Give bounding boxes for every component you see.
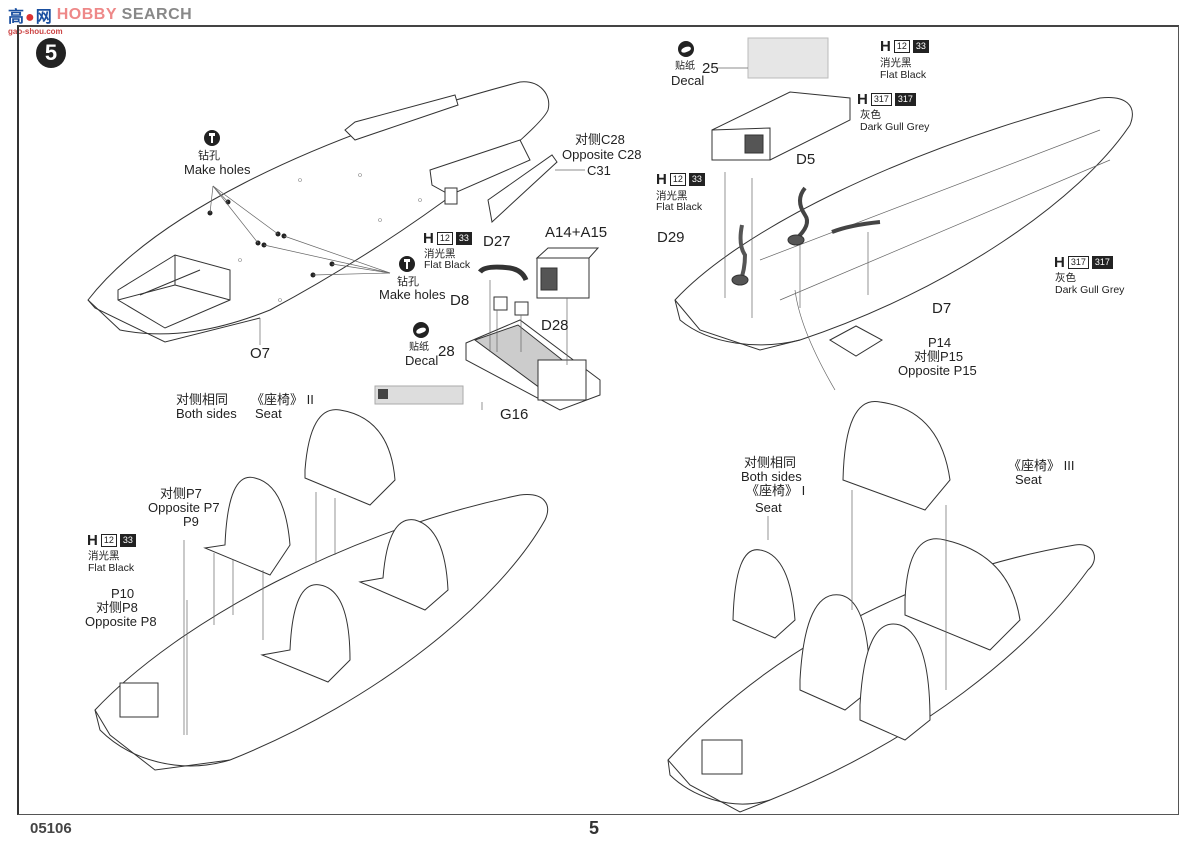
label-o7: O7	[250, 345, 271, 362]
label-both-sides-cn: 对侧相同	[176, 392, 229, 407]
label-d8: D8	[450, 292, 470, 309]
label-opposite-c28-en: Opposite C28	[562, 147, 642, 162]
label-opposite-p8-cn: 对侧P8	[96, 600, 138, 615]
label-g16: G16	[500, 406, 529, 423]
seat-row-drawings-left	[203, 409, 449, 683]
decal-cn: 贴纸	[675, 61, 695, 72]
part-p14	[828, 325, 884, 357]
paint-name-en: Flat Black	[424, 259, 471, 271]
part-g16	[465, 319, 601, 411]
watermark-brand-cn: 高●网	[8, 9, 53, 26]
label-seat-i-en: Seat	[755, 500, 782, 515]
label-opposite-c28-cn: 对侧C28	[575, 132, 625, 147]
watermark-url: gao-shou.com	[8, 27, 63, 36]
paint-name-cn: 消光黑	[880, 57, 912, 69]
hull-o7-drawing	[87, 81, 550, 345]
make-holes-en-2: Make holes	[379, 287, 446, 302]
label-both-sides-en: Both sides	[741, 469, 802, 484]
paint-name-cn: 灰色	[1055, 272, 1076, 284]
label-d5: D5	[796, 151, 816, 168]
page-number: 5	[589, 818, 600, 838]
paint-name-en: Dark Gull Grey	[1055, 284, 1125, 296]
paint-name-cn: 消光黑	[88, 550, 120, 562]
label-seat-iii-en: Seat	[1015, 472, 1042, 487]
make-holes-cn-1: 钻孔	[198, 150, 220, 162]
label-d7: D7	[932, 300, 952, 317]
watermark: 高●网 HOBBY SEARCH	[8, 4, 192, 26]
label-p10: P10	[111, 586, 135, 601]
label-both-sides-cn: 对侧相同	[744, 455, 797, 470]
seat-row-drawings-right	[732, 400, 1021, 741]
drill-icon	[204, 130, 220, 146]
label-c31: C31	[587, 163, 611, 178]
decal-icon	[413, 322, 429, 338]
step-number-badge: 5	[36, 38, 66, 68]
paint-name-cn: 灰色	[860, 109, 881, 121]
label-p9: P9	[183, 514, 199, 529]
part-a14-a15	[535, 247, 600, 299]
label-opposite-p15-cn: 对侧P15	[914, 349, 964, 364]
label-seat-i-cn: 《座椅》 I	[746, 483, 806, 498]
make-holes-en-1: Make holes	[184, 162, 251, 177]
part-dash-box	[711, 91, 851, 161]
label-seat-iii-cn: 《座椅》 III	[1008, 458, 1075, 473]
decal-cn: 贴纸	[409, 342, 429, 353]
paint-name-cn: 消光黑	[424, 248, 456, 260]
label-seat-ii-cn: 《座椅》 II	[251, 392, 314, 407]
part-c31	[487, 154, 558, 223]
instruction-frame	[17, 25, 1179, 815]
paint-name-en: Flat Black	[880, 69, 927, 81]
watermark-brand-en: HOBBY SEARCH	[56, 6, 193, 23]
paint-name-cn: 消光黑	[656, 190, 688, 202]
label-both-sides-en: Both sides	[176, 406, 237, 421]
kit-code: 05106	[30, 820, 72, 837]
label-d27: D27	[483, 233, 511, 250]
drill-icon	[399, 256, 415, 272]
decal-icon	[678, 41, 694, 57]
label-seat-ii-en: Seat	[255, 406, 282, 421]
paint-name-en: Flat Black	[88, 562, 135, 574]
label-d29: D29	[657, 229, 685, 246]
label-opposite-p15-en: Opposite P15	[898, 363, 977, 378]
decal-en: Decal	[405, 353, 439, 368]
paint-name-en: Flat Black	[656, 201, 703, 213]
label-decal-25: 25	[702, 60, 719, 77]
label-opposite-p7-en: Opposite P7	[148, 500, 220, 515]
make-holes-cn-2: 钻孔	[397, 276, 419, 288]
label-decal-28: 28	[438, 343, 455, 360]
label-p14: P14	[928, 335, 952, 350]
label-opposite-p7-cn: 对侧P7	[160, 486, 202, 501]
decal-en: Decal	[671, 73, 705, 88]
label-d28: D28	[541, 317, 569, 334]
paint-name-en: Dark Gull Grey	[860, 121, 930, 133]
hull-upper-right-drawing	[674, 96, 1133, 391]
label-a14-a15: A14+A15	[545, 224, 608, 241]
label-opposite-p8-en: Opposite P8	[85, 614, 157, 629]
